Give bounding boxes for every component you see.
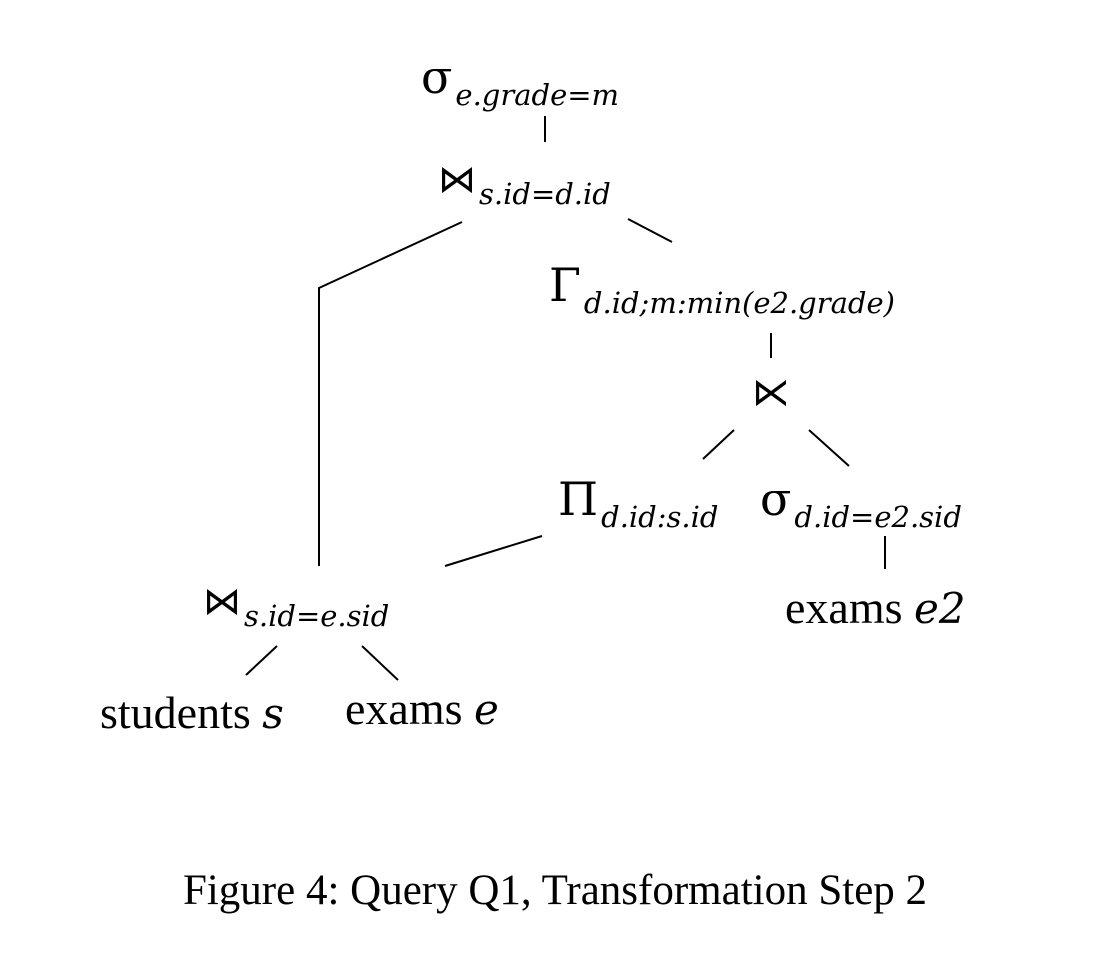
join-symbol: ⋈ [203,579,241,623]
edge-semijoin-select [808,429,850,467]
pi-symbol: Π [558,472,599,526]
semijoin-symbol: ⋉ [752,370,790,414]
join-top-condition: s.id=d.id [479,177,611,211]
edge-project-joinbottom [444,535,543,567]
project-spec: d.id:s.id [601,500,719,534]
relation-name: students [100,687,251,738]
group-spec: d.id;m:min(e2.grade) [583,286,895,320]
relation-name: exams [785,582,903,633]
edge-semijoin-project [702,429,735,460]
edge-joinbottom-exams [361,645,399,681]
gamma-symbol: Γ [549,258,581,312]
sigma-symbol: σ [760,472,792,526]
join-top-node: ⋈s.id=d.id [438,157,611,209]
edge-jointop-group [627,218,673,243]
join-bottom-condition: s.id=e.sid [244,599,390,633]
relation-exams-e: exams e [345,686,499,732]
select-inner-condition: d.id=e2.sid [794,500,962,534]
semijoin-node: ⋉ [752,373,790,411]
edge-jointop-joinbottom [318,221,463,566]
edge-joinbottom-students [245,645,278,676]
relation-students-s: students s [100,690,284,736]
join-bottom-node: ⋈s.id=e.sid [203,579,389,631]
sigma-symbol: σ [421,50,453,104]
join-symbol: ⋈ [438,157,476,201]
relation-alias: s [262,689,284,738]
relation-name: exams [345,683,463,734]
relation-alias: e [474,685,499,734]
select-top-condition: e.grade=m [455,78,620,112]
relation-exams-e2: exams e2 [785,585,966,631]
figure-caption: Figure 4: Query Q1, Transformation Step … [182,867,928,914]
relation-alias: e2 [914,584,966,633]
